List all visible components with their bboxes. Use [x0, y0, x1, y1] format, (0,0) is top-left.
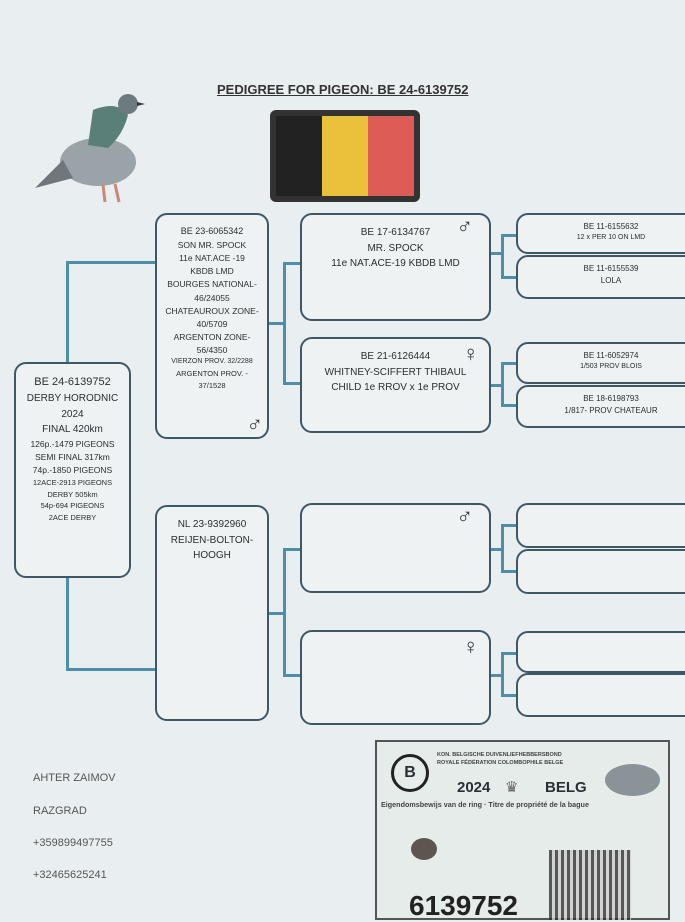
ring-number: BE 17-6134767 [360, 227, 431, 238]
ggp-box-empty [516, 503, 685, 548]
info-line: SON MR. SPOCK [177, 239, 247, 250]
ownership-card: B KON. BELGISCHE DUIVENLIEFHEBBERSBOND R… [375, 740, 670, 921]
pigeon-image [35, 94, 145, 203]
info-line: 11e NAT.ACE-19 KBDB LMD [331, 258, 460, 269]
ring-number: BE 24-6139752 [34, 376, 111, 388]
ggp-box: BE 18-6198793 1/817- PROV CHATEAUR [516, 385, 685, 428]
result-line: 2ACE DERBY [48, 512, 97, 522]
result-line: DERBY 505km [47, 489, 98, 499]
card-org-fr: ROYALE FÉDÉRATION COLOMBOPHILE BELGE [437, 760, 564, 766]
ggp-box-empty [516, 549, 685, 594]
info-line: 40/5709 [196, 318, 228, 329]
card-country: BELG [545, 779, 587, 796]
pigeon-main-box: BE 24-6139752 DERBY HORODNIC 2024 FINAL … [14, 362, 131, 578]
card-subtitle: Eigendomsbewijs van de ring · Titre de p… [381, 800, 589, 809]
male-icon: ♂ [456, 503, 474, 528]
hologram-dot [411, 838, 437, 860]
card-org-nl: KON. BELGISCHE DUIVENLIEFHEBBERSBOND [437, 752, 562, 758]
info-line: 1/503 PROV BLOIS [580, 363, 642, 371]
ring-number: BE 11-6155539 [583, 264, 639, 273]
owner-phone-2: +32465625241 [33, 869, 107, 881]
sire-box: BE 23-6065342 SON MR. SPOCK 11e NAT.ACE … [155, 213, 269, 439]
info-line: ARGENTON ZONE- [173, 332, 251, 343]
ring-number: BE 11-6052974 [583, 351, 639, 360]
result-line: 54p-694 PIGEONS [40, 501, 105, 511]
ring-number: BE 21-6126444 [360, 351, 431, 362]
grandsire-box-empty: ♂ [300, 503, 491, 593]
info-line: 56/4350 [196, 345, 228, 356]
ggp-box: BE 11-6155632 12 x PER 10 ON LMD [516, 213, 685, 254]
card-ring-number: 6139752 [409, 890, 519, 921]
owner-city: RAZGRAD [33, 805, 87, 817]
ggp-box-empty [516, 673, 685, 717]
grandsire-box: BE 17-6134767 MR. SPOCK 11e NAT.ACE-19 K… [300, 213, 491, 321]
card-year: 2024 [457, 779, 491, 796]
female-icon: ♀ [462, 634, 480, 659]
owner-name: AHTER ZAIMOV [33, 772, 116, 784]
info-line: LOLA [600, 276, 622, 286]
kbdb-logo: B [391, 754, 429, 792]
result-line: DERBY HORODNIC [26, 393, 119, 405]
info-line: REIJEN-BOLTON- [170, 534, 254, 546]
info-line: VIERZON PROV. 32/2288 [171, 358, 253, 366]
qr-code [549, 850, 631, 920]
info-line: WHITNEY-SCIFFERT THIBAUL [324, 366, 467, 378]
info-line: 1/817- PROV CHATEAUR [564, 406, 658, 416]
result-line: 126p.-1479 PIGEONS [30, 438, 115, 449]
result-line: 74p.-1850 PIGEONS [32, 464, 113, 475]
male-icon: ♂ [246, 411, 264, 436]
info-line: 11e NAT.ACE -19 [179, 253, 245, 264]
ggp-box-empty [516, 631, 685, 673]
ring-number: BE 11-6155632 [583, 222, 639, 231]
info-line: CHATEAUROUX ZONE- [165, 305, 259, 316]
info-line: CHILD 1e RROV x 1e PROV [331, 382, 460, 393]
owner-phone-1: +359899497755 [33, 837, 113, 849]
crown-icon: ♛ [505, 779, 519, 796]
info-line: 12 x PER 10 ON LMD [576, 234, 646, 242]
info-line: 37/1528 [198, 380, 226, 390]
result-line: 2024 [61, 408, 84, 420]
globe-logo [605, 764, 660, 796]
info-line: MR. SPOCK [367, 242, 424, 254]
page-title: PEDIGREE FOR PIGEON: BE 24-6139752 [217, 82, 469, 97]
female-icon: ♀ [462, 341, 480, 366]
dam-box: NL 23-9392960 REIJEN-BOLTON- HOOGH [155, 505, 269, 721]
ring-number: NL 23-9392960 [177, 519, 247, 530]
info-line: 46/24055 [194, 292, 230, 303]
info-line: KBDB LMD [190, 266, 234, 277]
belgian-flag [270, 110, 420, 202]
result-line: SEMI FINAL 317km [35, 451, 110, 462]
granddam-box: BE 21-6126444 WHITNEY-SCIFFERT THIBAUL C… [300, 337, 491, 433]
ring-number: BE 23-6065342 [180, 226, 244, 236]
result-line: FINAL 420km [42, 424, 103, 436]
ring-number: BE 18-6198793 [583, 394, 639, 403]
result-line: 12ACE-2913 PIGEONS [32, 478, 113, 488]
granddam-box-empty: ♀ [300, 630, 491, 725]
male-icon: ♂ [456, 213, 474, 238]
ggp-box: BE 11-6052974 1/503 PROV BLOIS [516, 342, 685, 384]
info-line: ARGENTON PROV. - [176, 369, 248, 379]
info-line: BOURGES NATIONAL- [167, 279, 257, 290]
info-line: HOOGH [193, 550, 231, 561]
